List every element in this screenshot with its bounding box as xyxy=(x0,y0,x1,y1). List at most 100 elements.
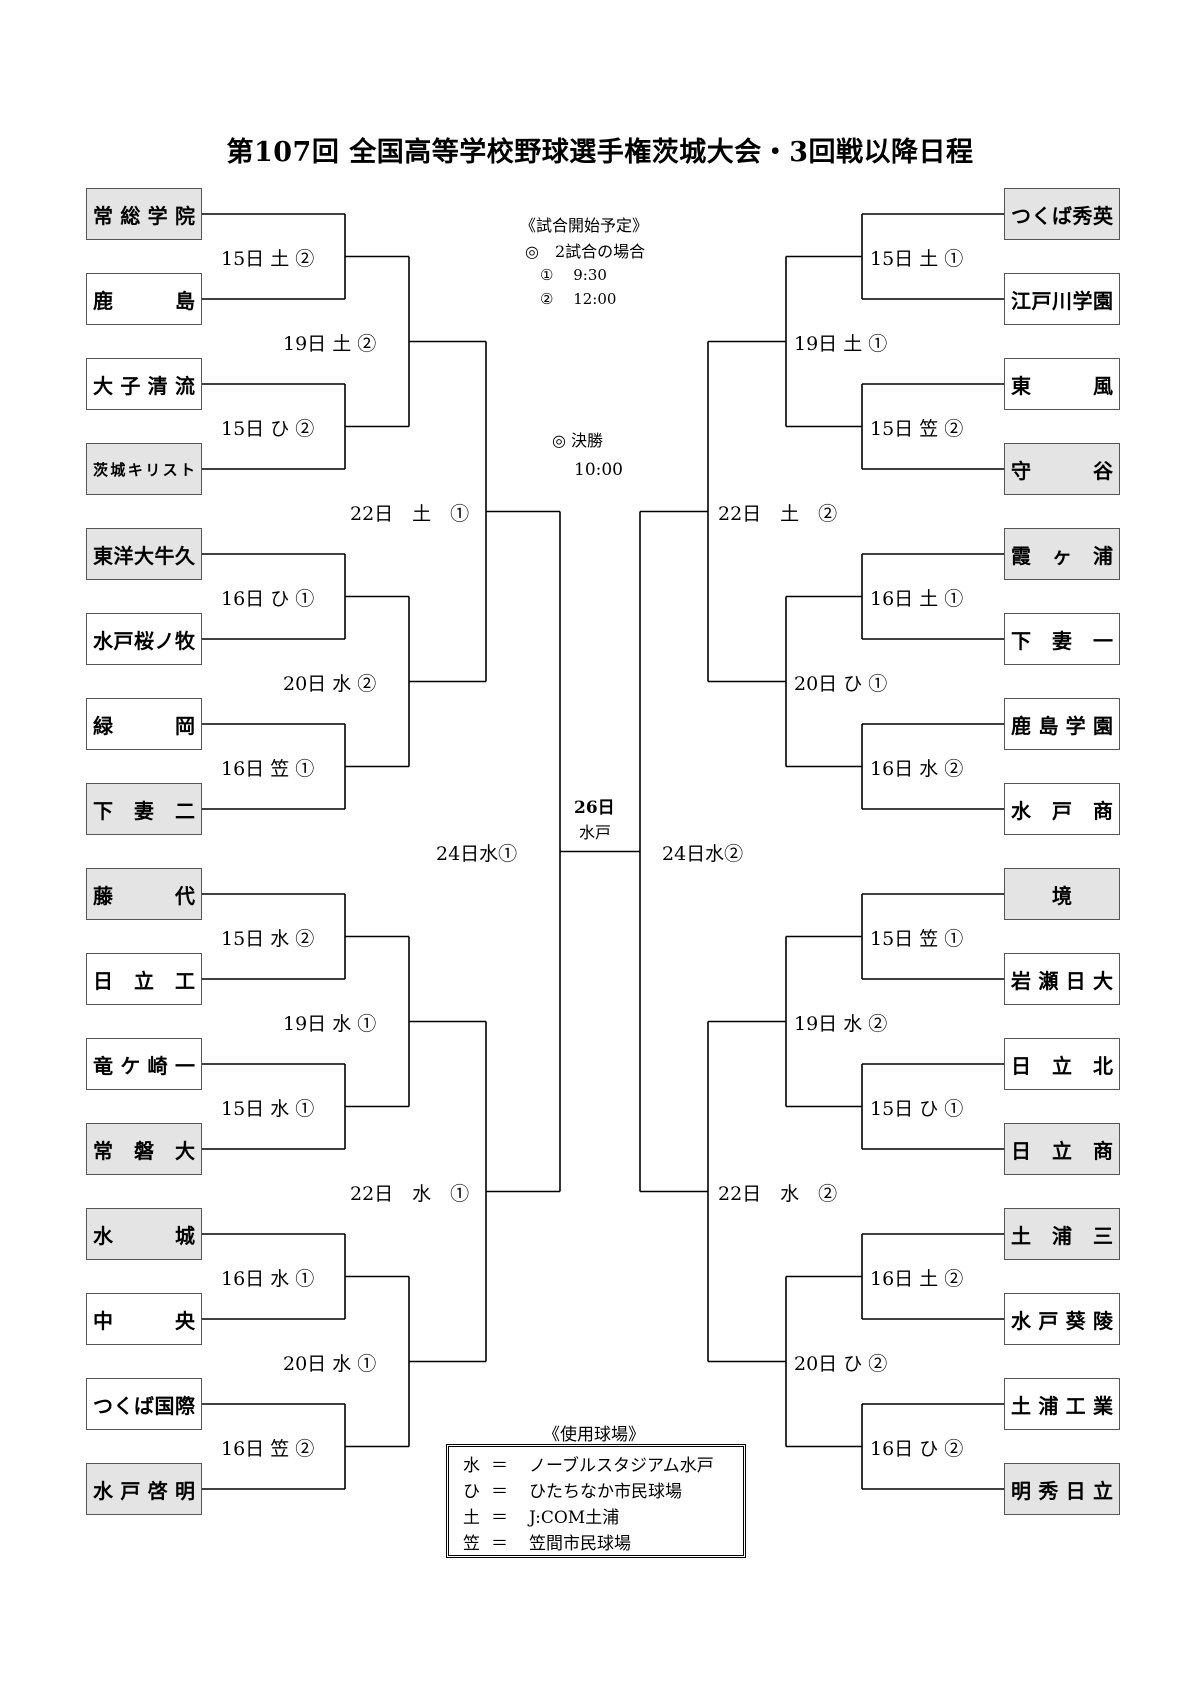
team-name: 境 xyxy=(1052,883,1072,908)
team-name: つくば国際 xyxy=(93,1393,195,1418)
team-name: 水 城 xyxy=(93,1223,195,1248)
team-right-5: 下妻一 xyxy=(1004,613,1120,665)
r3-label: 15日 土 ② xyxy=(221,247,315,270)
team-left-3: 茨城キリスト xyxy=(86,443,202,495)
team-left-9: 日立工 xyxy=(86,953,202,1005)
team-right-4: 霞ヶ浦 xyxy=(1004,528,1120,580)
team-right-8: 境 xyxy=(1004,868,1120,920)
r3-label: 16日 笠 ② xyxy=(221,1437,315,1460)
qf-label: 22日 土 ② xyxy=(718,502,838,525)
r3-label: 16日 ひ ① xyxy=(221,587,315,610)
team-left-0: 常総学院 xyxy=(86,188,202,240)
schedule-game2: ② 12:00 xyxy=(540,290,617,308)
r3-label: 16日 土 ① xyxy=(870,587,964,610)
r3-label: 15日 笠 ① xyxy=(870,927,964,950)
team-name: 日立北 xyxy=(1011,1053,1113,1078)
team-left-8: 藤 代 xyxy=(86,868,202,920)
legend-eq: ＝ xyxy=(491,1456,508,1476)
team-left-11: 常磐大 xyxy=(86,1123,202,1175)
team-right-9: 岩瀬日大 xyxy=(1004,953,1120,1005)
legend-venue: ひたちなか市民球場 xyxy=(529,1482,682,1502)
team-right-14: 土浦工業 xyxy=(1004,1378,1120,1430)
team-name: 常総学院 xyxy=(93,203,195,228)
team-name: 岩瀬日大 xyxy=(1011,968,1113,993)
team-name: 藤 代 xyxy=(93,883,195,908)
legend-row: ひ ＝ ひたちなか市民球場 xyxy=(463,1477,743,1503)
team-right-0: つくば秀英 xyxy=(1004,188,1120,240)
legend-box: 水 ＝ ノーブルスタジアム水戸 ひ ＝ ひたちなか市民球場 土 ＝ J:COM土… xyxy=(446,1444,746,1558)
team-name: 水戸商 xyxy=(1011,798,1113,823)
team-left-1: 鹿 島 xyxy=(86,273,202,325)
r3-label: 16日 水 ② xyxy=(870,757,964,780)
r4-label: 20日 ひ ② xyxy=(794,1352,888,1375)
legend-title: 《使用球場》 xyxy=(543,1425,645,1445)
final-date: 26日 xyxy=(574,798,615,818)
team-name: 緑 岡 xyxy=(93,713,195,738)
team-right-3: 守 谷 xyxy=(1004,443,1120,495)
team-name: 鹿 島 xyxy=(93,288,195,313)
team-name: 東 風 xyxy=(1011,373,1113,398)
final-heading: ◎ 決勝 xyxy=(552,431,604,450)
team-name: 下妻一 xyxy=(1011,628,1113,653)
team-right-2: 東 風 xyxy=(1004,358,1120,410)
legend-venue: ノーブルスタジアム水戸 xyxy=(529,1456,714,1476)
legend-venue: 笠間市民球場 xyxy=(529,1534,631,1554)
sf-label-right: 24日水② xyxy=(662,842,744,865)
team-left-10: 竜ケ崎一 xyxy=(86,1038,202,1090)
r4-label: 19日 土 ① xyxy=(794,332,888,355)
team-name: 竜ケ崎一 xyxy=(93,1053,195,1078)
team-name: 水戸桜ノ牧 xyxy=(93,628,195,653)
legend-key: 笠 xyxy=(463,1534,480,1554)
team-left-12: 水 城 xyxy=(86,1208,202,1260)
qf-label: 22日 水 ② xyxy=(718,1182,838,1205)
team-right-15: 明秀日立 xyxy=(1004,1463,1120,1515)
legend-row: 水 ＝ ノーブルスタジアム水戸 xyxy=(463,1451,743,1477)
final-time: 10:00 xyxy=(574,460,623,480)
team-left-6: 緑 岡 xyxy=(86,698,202,750)
team-name: 中 央 xyxy=(93,1308,195,1333)
team-name: 茨城キリスト xyxy=(93,460,195,479)
team-left-5: 水戸桜ノ牧 xyxy=(86,613,202,665)
r4-label: 19日 水 ② xyxy=(794,1012,888,1035)
team-name: 水戸啓明 xyxy=(93,1478,195,1503)
team-name: 鹿島学園 xyxy=(1011,713,1113,738)
team-name: 大子清流 xyxy=(93,373,195,398)
legend-row: 土 ＝ J:COM土浦 xyxy=(463,1503,743,1529)
r4-label: 20日 ひ ① xyxy=(794,672,888,695)
r3-label: 16日 ひ ② xyxy=(870,1437,964,1460)
r4-label: 20日 水 ② xyxy=(283,672,377,695)
r3-label: 15日 ひ ② xyxy=(221,417,315,440)
team-name: 東洋大牛久 xyxy=(93,543,195,568)
legend-key: 土 xyxy=(463,1508,480,1528)
r3-label: 16日 土 ② xyxy=(870,1267,964,1290)
team-name: 土浦工業 xyxy=(1011,1393,1113,1418)
team-name: 日立商 xyxy=(1011,1138,1113,1163)
team-name: 下妻二 xyxy=(93,798,195,823)
team-name: 常磐大 xyxy=(93,1138,195,1163)
team-name: 土浦三 xyxy=(1011,1223,1113,1248)
team-name: 日立工 xyxy=(93,968,195,993)
r3-label: 15日 土 ① xyxy=(870,247,964,270)
team-name: つくば秀英 xyxy=(1011,203,1113,228)
team-left-7: 下妻二 xyxy=(86,783,202,835)
legend-key: 水 xyxy=(463,1456,480,1476)
r3-label: 16日 水 ① xyxy=(221,1267,315,1290)
page-title: 第107回 全国高等学校野球選手権茨城大会・3回戦以降日程 xyxy=(226,137,974,168)
team-right-10: 日立北 xyxy=(1004,1038,1120,1090)
team-left-15: 水戸啓明 xyxy=(86,1463,202,1515)
team-name: 水戸葵陵 xyxy=(1011,1308,1113,1333)
r3-label: 15日 ひ ① xyxy=(870,1097,964,1120)
team-name: 霞ヶ浦 xyxy=(1011,543,1113,568)
schedule-game1: ① 9:30 xyxy=(540,266,607,284)
team-right-12: 土浦三 xyxy=(1004,1208,1120,1260)
final-venue: 水戸 xyxy=(579,823,612,842)
r4-label: 19日 土 ② xyxy=(283,332,377,355)
team-right-6: 鹿島学園 xyxy=(1004,698,1120,750)
team-name: 明秀日立 xyxy=(1011,1478,1113,1503)
legend-row: 笠 ＝ 笠間市民球場 xyxy=(463,1529,743,1555)
r3-label: 16日 笠 ① xyxy=(221,757,315,780)
legend-venue: J:COM土浦 xyxy=(529,1508,620,1528)
team-right-7: 水戸商 xyxy=(1004,783,1120,835)
legend-key: ひ xyxy=(463,1482,480,1502)
